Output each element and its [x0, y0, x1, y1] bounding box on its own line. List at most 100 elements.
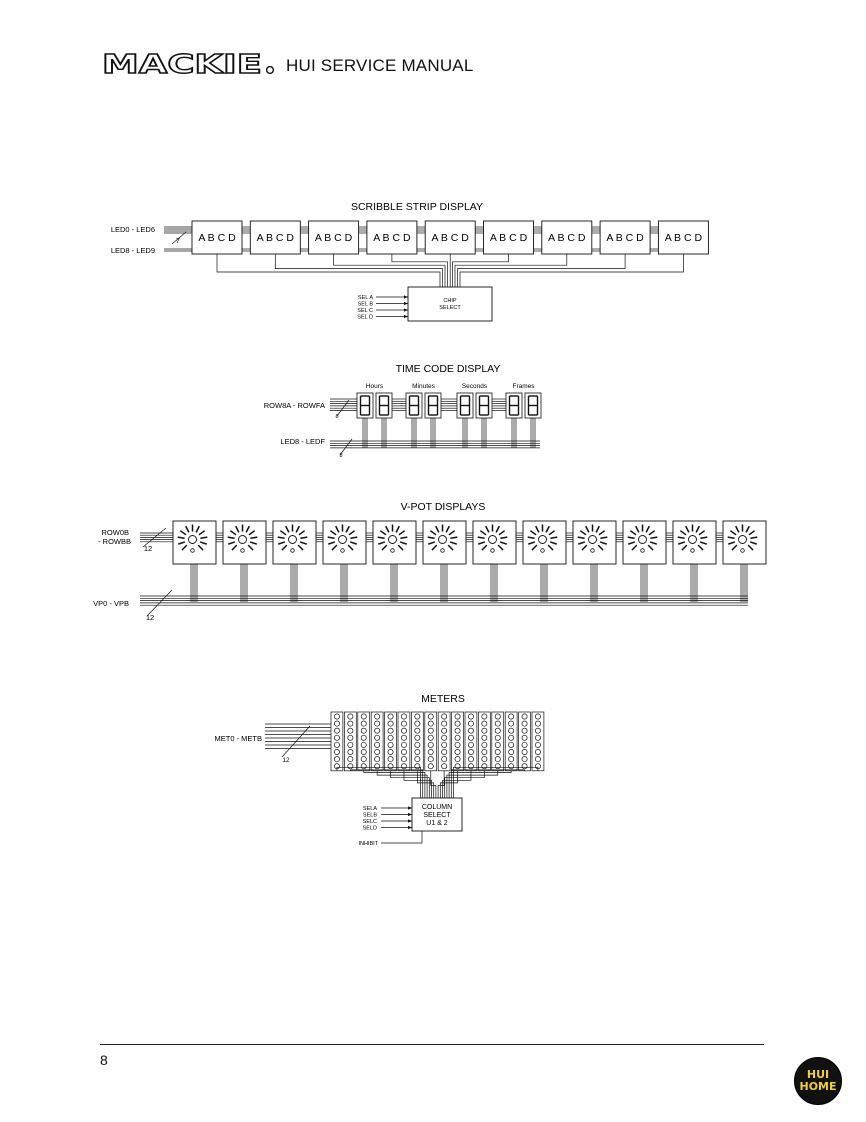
time-code-group-label: Hours: [366, 383, 384, 390]
meter-led: [521, 727, 528, 734]
scribble-segment-box: [308, 220, 360, 255]
vpot-vp-label: VP0 - VPB: [93, 599, 129, 608]
column-select-wire: [390, 770, 430, 798]
bus-slash: [171, 231, 187, 245]
vpot-led-ray: [345, 525, 350, 533]
vpot-unit: [672, 520, 717, 565]
meter-led: [374, 713, 381, 720]
meter-led: [414, 756, 421, 763]
meter-led: [427, 720, 434, 727]
arrow-icon: [408, 825, 412, 830]
vpot-led-ray: [385, 525, 390, 533]
vpot-knob-icon: [438, 535, 447, 544]
meter-led: [401, 763, 407, 770]
vpot-knob-icon: [188, 535, 197, 544]
mackie-logo-wordmark: MACKIE: [102, 52, 262, 76]
vpot-led-ray: [179, 530, 187, 536]
column-select-wire: [417, 770, 435, 798]
vpot-led-ray: [349, 541, 357, 545]
vpot-led-ray: [627, 536, 635, 539]
meters-title: METERS: [421, 693, 465, 705]
vpot-knob-icon: [488, 535, 497, 544]
vpot-led-ray: [628, 541, 636, 545]
meter-led: [441, 720, 448, 727]
meter-led: [441, 713, 448, 720]
vpot-unit: [722, 520, 767, 565]
vpot-center-led: [340, 548, 345, 553]
meter-led: [387, 734, 394, 741]
meter-led: [387, 713, 394, 720]
vpot-led-ray: [231, 544, 238, 551]
meter-led: [535, 727, 541, 734]
meter-led: [401, 749, 407, 755]
vpot-led-ray: [635, 525, 640, 533]
meter-led: [494, 756, 501, 763]
vpot-knob-icon: [738, 535, 747, 544]
meter-led: [360, 713, 367, 720]
meter-column: [370, 711, 384, 772]
vpot-led-ray: [377, 536, 385, 539]
vpot-led-ray: [595, 525, 600, 533]
hui-home-button[interactable]: HUI HOME: [794, 1057, 842, 1105]
vpot-led-ray: [445, 525, 450, 533]
vpot-led-ray: [228, 541, 236, 545]
meter-led: [521, 741, 528, 748]
vpot-led-ray: [685, 525, 690, 533]
bus-slash: [281, 725, 311, 758]
seven-segment-digit: [505, 392, 523, 419]
vpot-led-ray: [597, 544, 604, 551]
vpot-led-ray: [631, 544, 638, 551]
vpot-led-ray: [748, 530, 756, 536]
vpot-led-ray: [650, 536, 658, 539]
vpot-led-ray: [227, 536, 235, 539]
vpot-led-ray: [395, 525, 400, 533]
meter-led: [427, 713, 434, 720]
vpot-led-ray: [645, 525, 650, 533]
vpot-led-ray: [531, 544, 538, 551]
vpot-led-ray: [297, 544, 304, 551]
column-select-wire: [444, 770, 485, 798]
meter-led: [494, 763, 501, 770]
vpot-led-ray: [529, 530, 537, 536]
column-select-wire: [430, 770, 437, 798]
hui-home-line1: HUI: [806, 1068, 830, 1081]
scribble-segment-box: [424, 220, 476, 255]
vpot-unit: [372, 520, 417, 565]
meter-led: [374, 763, 381, 770]
meter-led: [481, 749, 488, 755]
vpot-led-ray: [729, 530, 737, 536]
vpot-led-ray: [699, 541, 707, 545]
chip-select-wire: [452, 254, 509, 287]
vpot-led-ray: [649, 541, 657, 545]
meter-led: [521, 756, 528, 763]
meter-led: [360, 741, 367, 748]
vpot-led-ray: [681, 544, 688, 551]
vpot-led-ray: [550, 536, 558, 539]
vpot-led-ray: [698, 530, 706, 536]
vpot-center-led: [690, 548, 695, 553]
vpot-center-led: [390, 548, 395, 553]
meter-led: [441, 734, 448, 741]
scribble-bus-count: 7: [176, 236, 180, 245]
meter-led: [494, 741, 501, 748]
vpot-led-ray: [399, 541, 407, 545]
scribble-segment-text: A B C D: [315, 232, 353, 244]
vpot-led-ray: [678, 541, 686, 545]
vpot-led-ray: [329, 530, 337, 536]
meter-led: [374, 720, 381, 727]
vpot-knob-icon: [388, 535, 397, 544]
time-code-group-label: Frames: [512, 383, 535, 390]
meter-led: [360, 734, 367, 741]
vpot-led-ray: [335, 525, 340, 533]
vpot-led-ray: [250, 536, 258, 539]
meter-led: [468, 727, 474, 734]
vpot-led-ray: [677, 536, 685, 539]
vpot-knob-icon: [638, 535, 647, 544]
scribble-segment-text: A B C D: [490, 232, 528, 244]
vpot-led-ray: [528, 541, 536, 545]
vpot-unit: [422, 520, 467, 565]
time-code-row-label: ROW8A - ROWFA: [264, 401, 325, 410]
vpot-led-ray: [478, 541, 486, 545]
meters-bus-count: 12: [282, 757, 290, 764]
vpot-led-ray: [427, 536, 435, 539]
